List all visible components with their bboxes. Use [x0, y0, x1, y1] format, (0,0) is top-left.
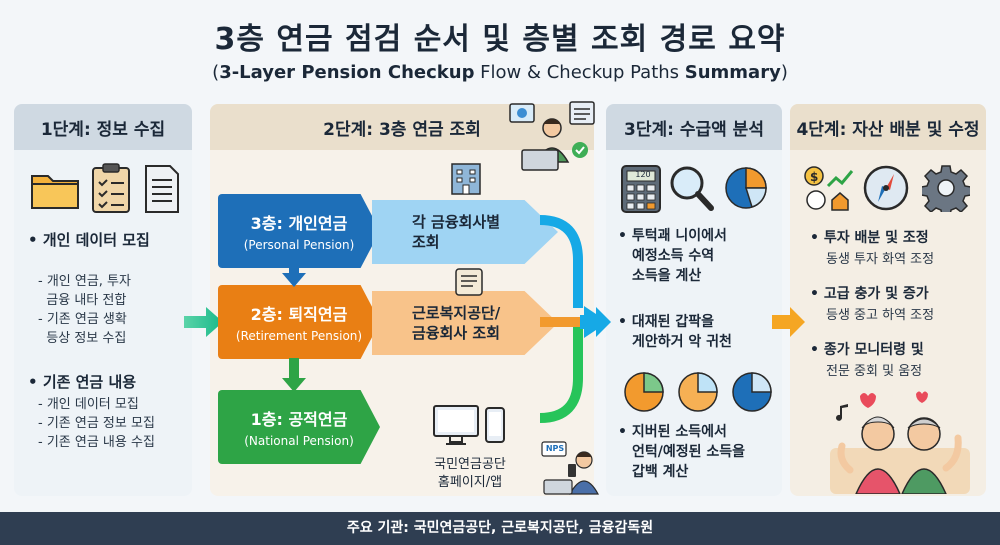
- pie-chart-icon-blue: [732, 372, 772, 412]
- document-icon: [145, 165, 179, 213]
- folder-icon: [31, 175, 79, 209]
- step1-bullet-2: • 기존 연금 내용: [28, 373, 137, 391]
- clipboard-icon: [92, 163, 130, 213]
- step1-sub-1: - 개인 연금, 투자 금융 내타 전합- 기존 연금 생확 등상 정보 수집: [38, 274, 131, 346]
- layer2-retirement-pension: 2층: 퇴직연금 (Retirement Pension): [218, 285, 380, 359]
- arrow-step3-to-step4: [772, 307, 805, 337]
- pie-chart-icon-green: [624, 372, 664, 412]
- arrow-step2-to-step3: [580, 307, 611, 337]
- page-subtitle: (3-Layer Pension Checkup Flow & Checkup …: [212, 62, 788, 83]
- building-icon: [451, 163, 481, 195]
- magnifier-icon: [670, 166, 714, 211]
- step1-bullet-1: • 개인 데이터 모집: [28, 231, 150, 249]
- step1-header: 1단계: 정보 수집: [14, 104, 192, 150]
- step4-bullet-3: • 종가 모니터령 및: [810, 342, 924, 358]
- step4-sub-2: 등생 중고 하역 조정: [826, 308, 935, 323]
- elderly-couple-illustration: [830, 391, 970, 494]
- step4-bullet-2: • 고급 충가 및 증가: [810, 286, 929, 302]
- person-laptop-icon: [509, 101, 595, 171]
- converging-arrows: [540, 215, 608, 423]
- compass-icon: [863, 165, 909, 211]
- step3-bullet-2: • 대재된 갑팍을 게안하거 악 귀천: [618, 314, 732, 350]
- step1-sub-2: - 개인 데이터 모집- 기존 연금 정보 모집- 기존 연금 내용 수집: [38, 397, 155, 450]
- arrow-step1-to-step2: [184, 307, 223, 337]
- step4-sub-3: 전문 중회 및 움정: [826, 364, 923, 379]
- pie-chart-icon-orange: [678, 372, 718, 412]
- step3-bullet-3: • 지버된 소득에서 언턱/예정된 소득을 갑백 계산: [618, 424, 746, 480]
- step4-bullet-1: • 투자 배분 및 조정: [810, 230, 929, 246]
- gear-icon: [922, 165, 970, 212]
- step3-header: 3단계: 수급액 분석: [606, 104, 782, 150]
- step4-sub-1: 동생 투자 화역 조정: [826, 252, 935, 267]
- arrow-down-layer2-to-layer1: [282, 358, 306, 392]
- person-phone-icon: [541, 441, 600, 495]
- pie-chart-icon: [725, 167, 767, 209]
- arrow-down-layer3-to-layer2: [282, 255, 306, 287]
- calculator-display: 120: [635, 170, 651, 179]
- footer-institutions: 주요 기관: 국민연금공단, 근로복지공단, 금융감독원: [0, 512, 1000, 545]
- scroll-document-icon: [455, 268, 483, 296]
- path-layer2-comwel-financial: 근로복지공단/금융회사 조회: [372, 291, 558, 355]
- money-growth-icon: $: [804, 166, 854, 211]
- monitor-phone-icon: [433, 405, 505, 445]
- step4-header: 4단계: 자산 배분 및 수정: [790, 104, 986, 150]
- nps-badge: NPS: [545, 444, 565, 453]
- page-title: 3층 연금 점검 순서 및 층별 조회 경로 요약: [214, 22, 786, 57]
- svg-text:$: $: [810, 170, 818, 184]
- layer1-national-pension: 1층: 공적연금 (National Pension): [218, 390, 380, 464]
- layer3-personal-pension: 3층: 개인연금 (Personal Pension): [218, 194, 380, 268]
- calculator-icon: [621, 165, 661, 213]
- step3-bullet-1: • 투턱괘 니이에서 예정소득 수역 소득을 계산: [618, 228, 727, 284]
